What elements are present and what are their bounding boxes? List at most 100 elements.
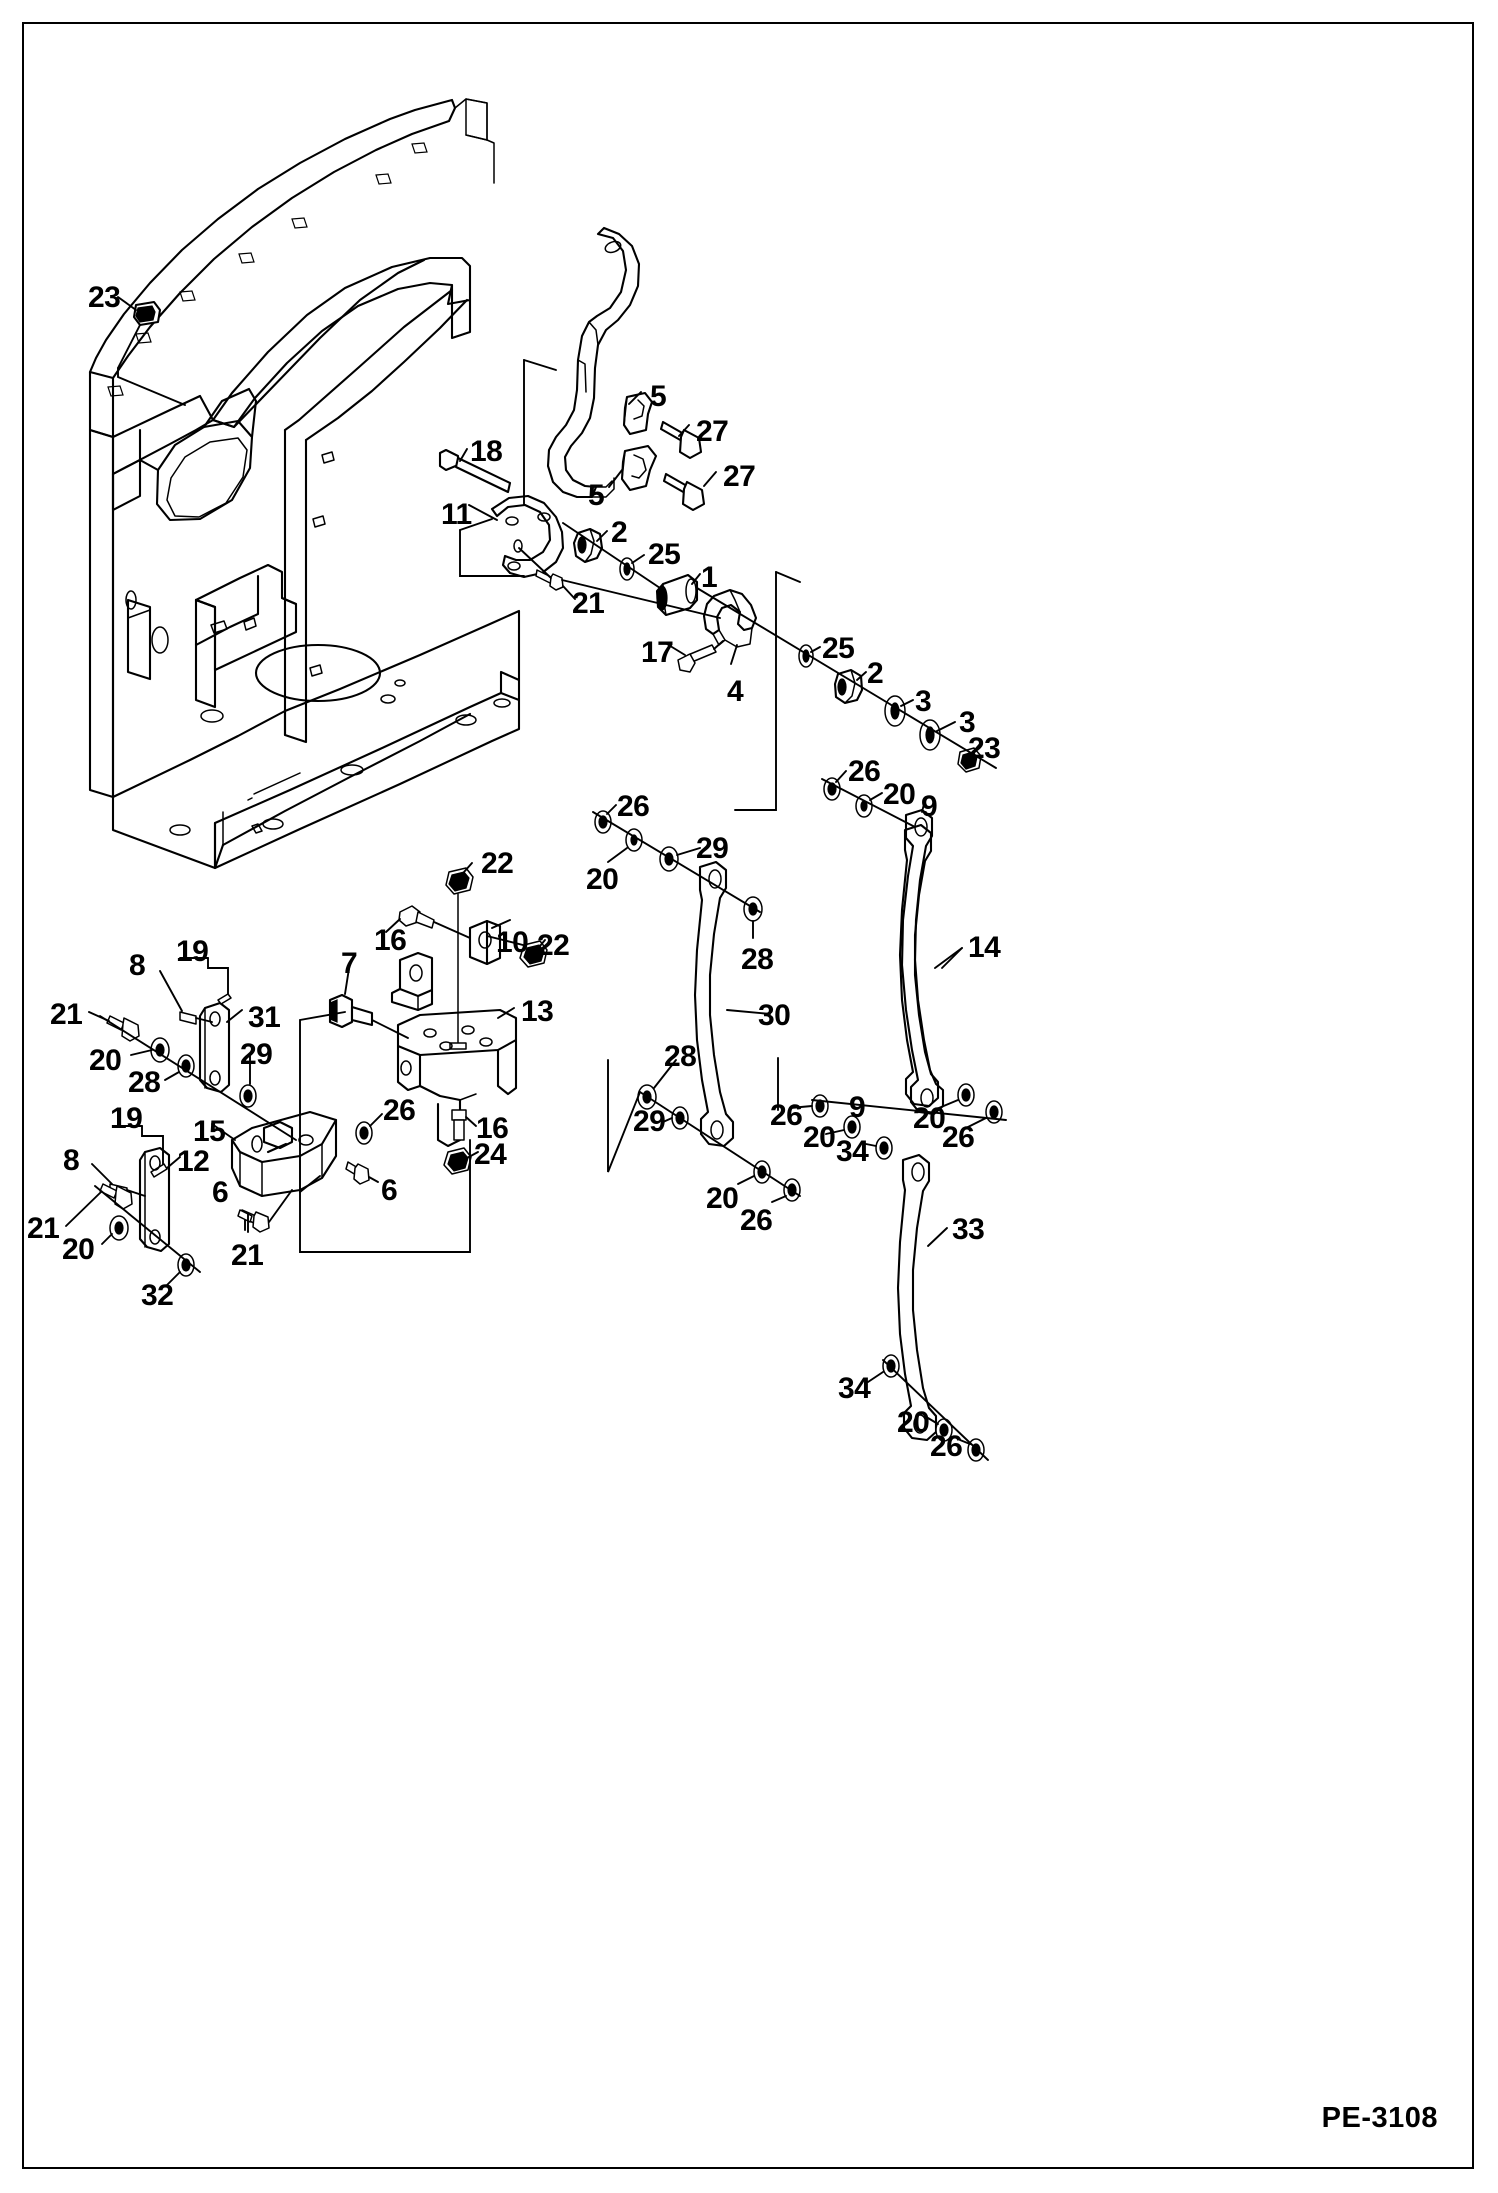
callout-31: 31 bbox=[248, 1001, 281, 1034]
callout-21a: 21 bbox=[572, 587, 605, 620]
callout-9b: 9 bbox=[849, 1091, 866, 1124]
callout-29c: 29 bbox=[633, 1105, 666, 1138]
callout-21d: 21 bbox=[231, 1239, 264, 1272]
part-32-locknut bbox=[166, 1253, 195, 1286]
part-17-bolt bbox=[666, 640, 724, 673]
part-3-washer-a bbox=[884, 695, 914, 727]
part-5-clip-upper bbox=[622, 391, 654, 436]
callout-18: 18 bbox=[470, 435, 503, 468]
callout-26f: 26 bbox=[740, 1204, 773, 1237]
callout-26e: 26 bbox=[942, 1121, 975, 1154]
callout-23a: 23 bbox=[88, 281, 121, 314]
callout-16b: 16 bbox=[476, 1112, 509, 1145]
callout-19a: 19 bbox=[176, 935, 209, 968]
part-2-bushing-left bbox=[572, 527, 608, 564]
part-28-spacer-b bbox=[637, 1059, 677, 1110]
part-19-pin-upper bbox=[179, 957, 232, 1005]
part-7-shoulder-bolt bbox=[328, 961, 409, 1039]
callout-7: 7 bbox=[341, 947, 358, 980]
part-2-bushing-right bbox=[833, 668, 867, 705]
callout-24: 24 bbox=[474, 1138, 507, 1171]
part-20-washer-d bbox=[933, 1083, 975, 1111]
curved-panel bbox=[88, 98, 495, 439]
part-16-bolt-lower bbox=[451, 1109, 477, 1141]
part-1-pivot-bushing bbox=[655, 573, 701, 617]
part-20-washer-b bbox=[607, 828, 643, 863]
callout-23b: 23 bbox=[968, 732, 1001, 765]
callout-4: 4 bbox=[727, 675, 744, 708]
callout-26d: 26 bbox=[770, 1099, 803, 1132]
part-20-washer-left-lower bbox=[101, 1215, 129, 1245]
callout-20h: 20 bbox=[897, 1406, 930, 1439]
callout-28b: 28 bbox=[128, 1066, 161, 1099]
part-20-washer-a bbox=[855, 792, 883, 818]
callout-5a: 5 bbox=[650, 380, 667, 413]
part-22-locknut-right bbox=[519, 939, 548, 968]
part-26-locknut-mid bbox=[771, 1178, 801, 1203]
callout-29b: 29 bbox=[240, 1038, 273, 1071]
part-8-pin-upper bbox=[159, 970, 213, 1025]
callout-5b: 5 bbox=[588, 479, 605, 512]
part-27-bolt-upper bbox=[659, 420, 703, 460]
callout-9a: 9 bbox=[921, 790, 938, 823]
callout-26b: 26 bbox=[617, 790, 650, 823]
part-21-bolt-bracket bbox=[237, 1209, 253, 1233]
part-4-lever-clamp bbox=[702, 588, 758, 665]
callout-20e: 20 bbox=[913, 1102, 946, 1135]
part-21-bolt-plate bbox=[518, 547, 576, 600]
callout-27b: 27 bbox=[723, 460, 756, 493]
part-34-washer-b bbox=[867, 1354, 900, 1383]
part-20-washer-left-upper bbox=[130, 1037, 170, 1063]
callout-34a: 34 bbox=[836, 1135, 869, 1168]
part-31-link-plate bbox=[198, 1001, 243, 1094]
part-5-clip-lower bbox=[608, 444, 658, 492]
callout-6b: 6 bbox=[381, 1174, 398, 1207]
part-30-linkage-arm bbox=[693, 860, 771, 1148]
part-23-nut-right bbox=[957, 743, 982, 773]
callout-16a: 16 bbox=[374, 924, 407, 957]
part-10-bracket-tab bbox=[390, 951, 434, 1012]
callout-26a: 26 bbox=[848, 755, 881, 788]
part-20-washer-e bbox=[927, 1417, 953, 1442]
callout-20a: 20 bbox=[883, 778, 916, 811]
callout-11: 11 bbox=[441, 498, 472, 531]
callout-20b: 20 bbox=[586, 863, 619, 896]
part-6-bolt-right bbox=[345, 1161, 379, 1185]
part-3-washer-b bbox=[919, 719, 956, 751]
callout-29a: 29 bbox=[696, 832, 729, 865]
part-25-washer-left bbox=[619, 554, 645, 581]
callout-20d: 20 bbox=[803, 1121, 836, 1154]
part-26-locknut-e bbox=[959, 1438, 985, 1462]
part-28-spacer-left bbox=[164, 1054, 195, 1081]
callout-3a: 3 bbox=[915, 685, 932, 718]
callout-25b: 25 bbox=[822, 632, 855, 665]
part-23-nut-top bbox=[117, 296, 186, 406]
callout-26c: 26 bbox=[383, 1094, 416, 1127]
part-22-locknut-top bbox=[445, 862, 474, 1050]
part-18-bolt bbox=[438, 448, 512, 494]
callout-3b: 3 bbox=[959, 706, 976, 739]
part-16-bolt-upper bbox=[385, 905, 471, 939]
callout-19b: 19 bbox=[110, 1102, 143, 1135]
callout-28c: 28 bbox=[664, 1040, 697, 1073]
part-15-pedal-bracket bbox=[211, 1011, 471, 1253]
main-frame-body bbox=[88, 256, 521, 870]
part-29-spacer-left bbox=[239, 1055, 257, 1108]
part-27-bolt-lower bbox=[662, 471, 717, 512]
part-12-link-plate bbox=[138, 1146, 181, 1253]
part-11-mounting-plate bbox=[459, 359, 565, 579]
callout-21b: 21 bbox=[50, 998, 83, 1031]
part-21-bolt-left-lower bbox=[65, 1183, 133, 1227]
drawing-number: PE-3108 bbox=[1321, 2102, 1438, 2134]
part-9-linkage-arm-a bbox=[900, 799, 945, 1116]
part-34-washer-a bbox=[865, 1136, 893, 1160]
callout-10: 10 bbox=[496, 926, 529, 959]
callout-22a: 22 bbox=[481, 847, 514, 880]
callout-2b: 2 bbox=[867, 657, 884, 690]
callout-8a: 8 bbox=[129, 949, 146, 982]
callout-14: 14 bbox=[968, 931, 1001, 964]
callout-20f: 20 bbox=[706, 1182, 739, 1215]
control-lever bbox=[546, 226, 641, 499]
